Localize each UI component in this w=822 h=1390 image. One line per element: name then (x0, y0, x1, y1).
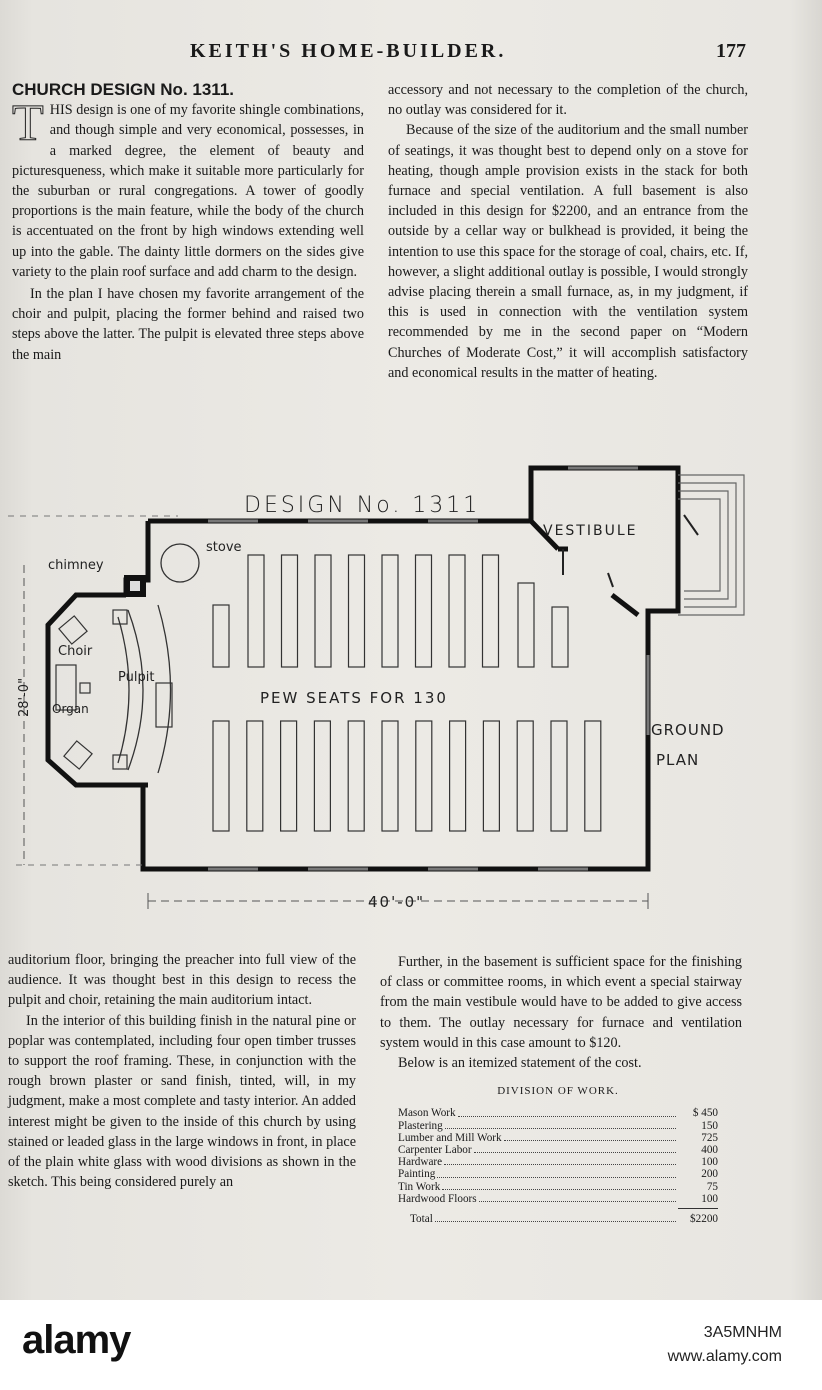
cost-row: Carpenter Labor 400 (398, 1144, 718, 1156)
pew (517, 582, 535, 668)
paragraph-1-text: HIS design is one of my favorite shingle… (12, 102, 364, 280)
cost-row: Painting 200 (398, 1168, 718, 1180)
cost-amount: 400 (701, 1144, 718, 1157)
total-rule (678, 1208, 718, 1210)
paragraph-b3: Further, in the basement is sufficient s… (380, 954, 742, 1051)
pew (550, 720, 568, 832)
image-code: 3A5MNHM (703, 1324, 782, 1341)
plan-label: PLAN (656, 751, 699, 769)
pew (347, 720, 365, 832)
choir-chairs (55, 609, 173, 770)
drop-cap: T (12, 95, 45, 153)
cost-row: Hardware 100 (398, 1156, 718, 1168)
pews (212, 554, 602, 832)
cost-amount: 100 (701, 1192, 718, 1205)
cost-amount: 200 (701, 1168, 718, 1181)
total-amount: $2200 (690, 1213, 718, 1226)
total-label: Total (410, 1213, 433, 1226)
alamy-logo: alamy (22, 1318, 131, 1362)
cost-amount: 150 (701, 1119, 718, 1132)
paragraph-2: In the plan I have chosen my favorite ar… (12, 286, 364, 363)
entry-steps (678, 474, 745, 616)
depth-dimension: 28'-0" (17, 678, 32, 717)
cost-total-row: Total $2200 (398, 1213, 718, 1225)
cost-label: Plastering (398, 1119, 443, 1132)
pew (414, 554, 433, 668)
paragraph-b4: Below is an itemized statement of the co… (398, 1055, 642, 1072)
magazine-page: KEITH'S HOME-BUILDER. 177 CHURCH DESIGN … (0, 0, 822, 1300)
cost-label: Hardware (398, 1156, 443, 1169)
pulpit-label: Pulpit (118, 670, 154, 685)
width-dimension: 40'-0" (368, 893, 425, 911)
pew (280, 554, 299, 668)
stove-label: stove (206, 540, 242, 555)
cost-row: Mason Work $ 450 (398, 1107, 718, 1119)
ground-label: GROUND (651, 721, 725, 739)
organ-label: Organ (52, 702, 89, 716)
pew (280, 720, 298, 832)
site-url: www.alamy.com (667, 1348, 782, 1365)
pew (212, 604, 230, 668)
paragraph-b2: In the interior of this building finish … (8, 1012, 356, 1191)
page-number: 177 (716, 40, 746, 62)
pew (314, 554, 332, 668)
cost-table-title: DIVISION OF WORK. (497, 1085, 619, 1098)
cost-row: Lumber and Mill Work 725 (398, 1132, 718, 1144)
pew (449, 720, 467, 832)
right-column-bottom: Further, in the basement is sufficient s… (380, 952, 742, 1225)
cost-label: Carpenter Labor (398, 1144, 472, 1157)
cost-label: Tin Work (398, 1180, 441, 1193)
pew (584, 720, 602, 832)
cost-label: Painting (398, 1168, 436, 1181)
plan-title: DESIGN No. 1311 (244, 493, 480, 518)
pew (347, 554, 366, 668)
cost-row: Tin Work 75 (398, 1181, 718, 1193)
cost-amount: 725 (701, 1131, 718, 1144)
windows (208, 466, 650, 871)
pew (313, 720, 331, 832)
pew (448, 554, 466, 668)
vestibule-doors (562, 514, 699, 588)
cost-row: Hardwood Floors 100 (398, 1193, 718, 1205)
vestibule-label: VESTIBULE (543, 523, 638, 539)
cost-label: Lumber and Mill Work (398, 1131, 502, 1144)
paragraph-r2: Because of the size of the auditorium an… (388, 122, 748, 381)
right-column-top: accessory and not necessary to the compl… (388, 80, 748, 383)
running-header: KEITH'S HOME-BUILDER. (190, 40, 507, 62)
left-column-bottom: auditorium floor, bringing the preacher … (8, 950, 356, 1192)
paragraph-b1: auditorium floor, bringing the preacher … (8, 952, 356, 1009)
pew (551, 606, 569, 668)
pew (381, 720, 399, 832)
pew (415, 720, 433, 832)
pew (212, 720, 230, 832)
cost-row: Plastering 150 (398, 1120, 718, 1132)
cost-label: Hardwood Floors (398, 1192, 477, 1205)
pew (482, 720, 500, 832)
cost-amount: $ 450 (692, 1107, 718, 1120)
chimney-label: chimney (48, 558, 104, 573)
pew (246, 720, 264, 832)
choir-label: Choir (58, 644, 93, 659)
pew (381, 554, 399, 668)
paragraph-r1: accessory and not necessary to the compl… (388, 82, 748, 119)
pew (516, 720, 534, 832)
pew (247, 554, 265, 668)
pews-label: PEW SEATS FOR 130 (260, 689, 448, 707)
cost-amount: 75 (706, 1180, 718, 1193)
article-title: CHURCH DESIGN No. 1311. (12, 80, 234, 99)
cost-amount: 100 (701, 1156, 718, 1169)
stove-symbol (160, 543, 200, 583)
floor-plan-drawing: DESIGN No. 1311 VESTIBULE stove chimney … (8, 465, 745, 911)
pew (481, 554, 500, 668)
cost-label: Mason Work (398, 1107, 456, 1120)
watermark-footer: alamy 3A5MNHM www.alamy.com (0, 1300, 822, 1390)
